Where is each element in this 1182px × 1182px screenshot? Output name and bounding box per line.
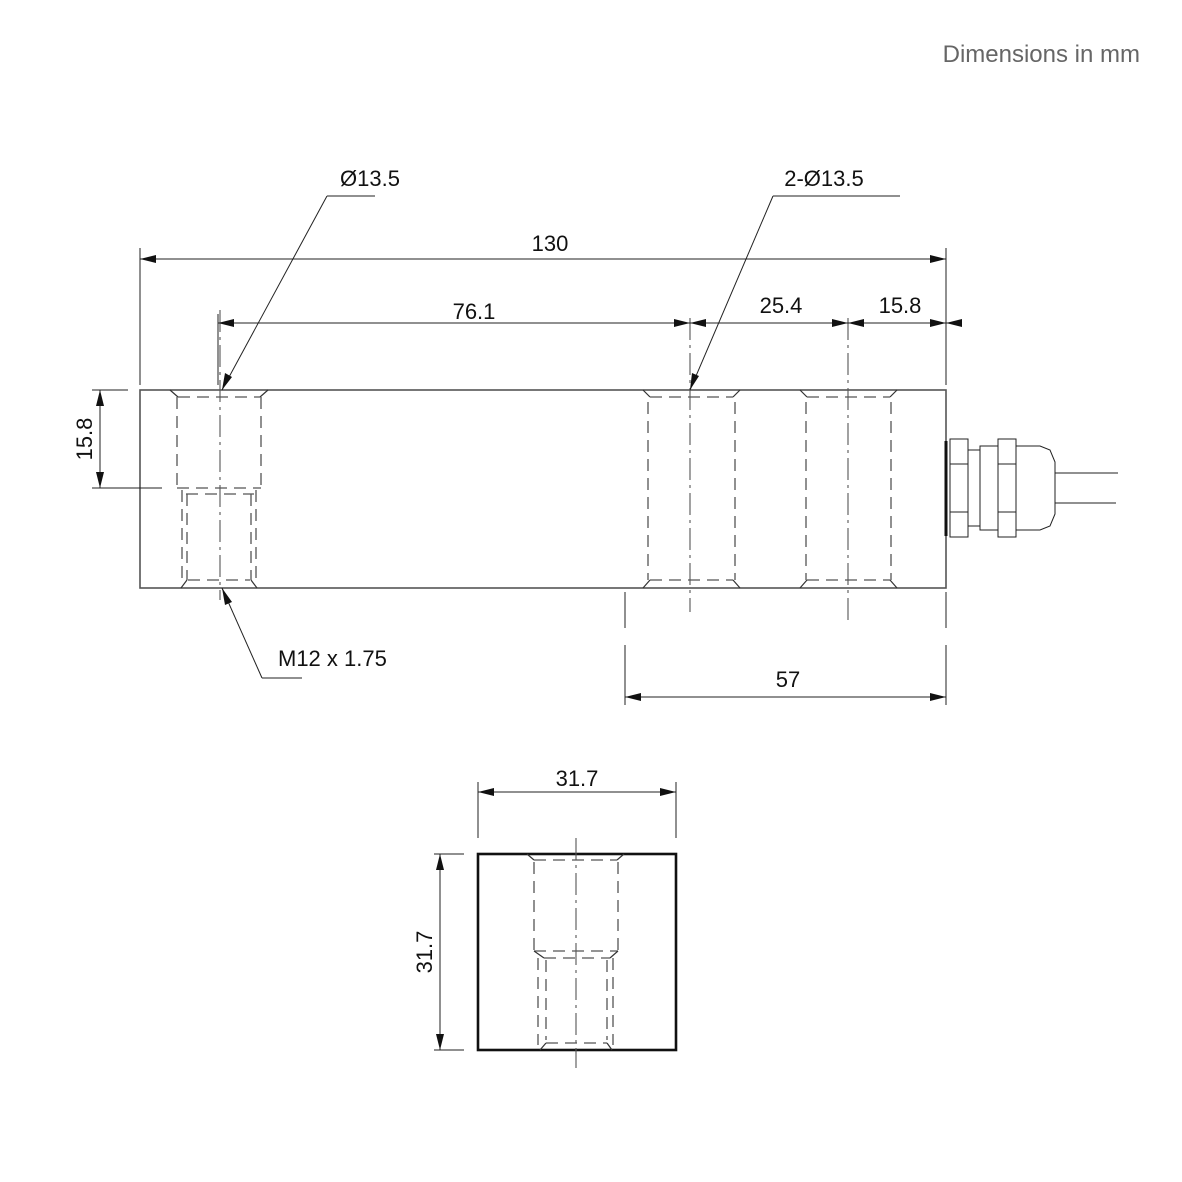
dim-label-end-height: 31.7 [412,931,437,974]
dim-label-76-1: 76.1 [453,299,496,324]
dim-overall-length: 130 [139,231,947,385]
dim-hole-spacing-2: 25.4 [690,293,848,327]
end-view-outline [476,852,678,1052]
dim-label-130: 130 [532,231,569,256]
callout-right-holes: 2-Ø13.5 [689,166,900,391]
dim-end-offset: 15.8 [848,293,962,327]
callout-label-right-holes: 2-Ø13.5 [784,166,864,191]
dim-label-57: 57 [776,667,800,692]
dim-height-counterbore: 15.8 [72,389,162,489]
left-hole-hidden-lines [169,310,269,600]
dim-end-width: 31.7 [477,766,677,838]
dim-cable-side-span: 57 [624,592,947,705]
dim-end-height: 31.7 [412,853,464,1051]
end-view: 31.7 31.7 [412,766,678,1068]
middle-hole-hidden-lines [642,318,741,612]
dim-hole-spacing-1: 76.1 [217,299,690,385]
units-note: Dimensions in mm [943,41,1140,68]
dim-label-25-4: 25.4 [760,293,803,318]
side-view: 130 76.1 25.4 15.8 [72,166,1118,705]
right-hole-hidden-lines [799,318,898,622]
dim-label-15-8-vertical: 15.8 [72,418,97,461]
dim-label-15-8-end: 15.8 [879,293,922,318]
cable-gland [944,438,1118,538]
callout-thread: M12 x 1.75 [221,587,387,679]
dim-label-end-width: 31.7 [556,766,599,791]
callout-left-hole: Ø13.5 [221,166,400,391]
callout-label-left-hole: Ø13.5 [340,166,400,191]
callout-label-thread: M12 x 1.75 [278,646,387,671]
